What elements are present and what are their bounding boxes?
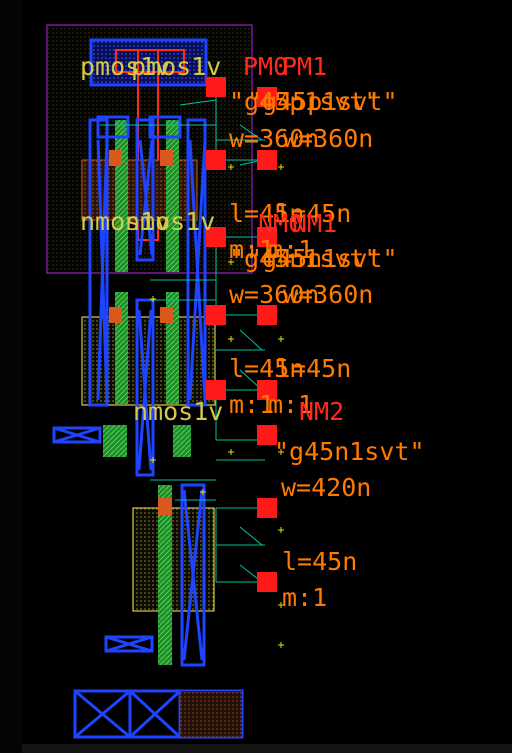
nmos-diffusion-2[interactable]: [132, 507, 215, 612]
device-model-pm: "g45p1svt": [229, 87, 380, 116]
cell-labels: pmos1v pmos1v nmos1v nmos1v nmos1v: [80, 52, 223, 426]
device-model-pm-overlap: "g45p1svt": [247, 87, 398, 116]
diffusion-contacts: [109, 150, 173, 515]
terminal-pins[interactable]: [206, 77, 277, 592]
gate-stripe-6[interactable]: [103, 425, 127, 457]
device-pm[interactable]: PM0 PM1 "g45p1svt" "g45p1svt" w=360n w=3…: [229, 52, 398, 264]
device-name-pm0: PM0: [243, 52, 288, 81]
device-model-nm: "g45n1svt": [229, 244, 380, 273]
metal-routing[interactable]: [52, 115, 244, 739]
bottom-band: [22, 744, 512, 753]
device-model-nm2: "g45n1svt": [274, 437, 425, 466]
device-mult-pm-overlap: m:1: [268, 235, 313, 264]
device-length-pm: l=45n: [229, 199, 304, 228]
device-length-pm-overlap: l=45n: [276, 199, 351, 228]
device-length-nm2: l=45n: [282, 547, 357, 576]
device-name-pm1: PM1: [282, 52, 327, 81]
device-length-nm-overlap: l=45n: [276, 354, 351, 383]
margin-strip: [0, 0, 22, 753]
nmos-cell-label-a: nmos1v: [80, 207, 170, 236]
device-nm2[interactable]: NM2 "g45n1svt" w=420n l=45n m:1: [274, 397, 425, 612]
device-name-nm1: NM1: [292, 209, 337, 238]
cell-boundary[interactable]: [46, 24, 253, 274]
gate-stripe-7[interactable]: [173, 425, 191, 457]
pmos-cell-label-a: pmos1v: [80, 52, 170, 81]
device-width-pm-overlap: w=360n: [283, 124, 373, 153]
bottom-tap-fill: [180, 691, 242, 737]
device-model-nm-overlap: "g45n1svt": [247, 244, 398, 273]
device-mult-nm2: m:1: [282, 583, 327, 612]
origin-markers: [150, 164, 284, 648]
nmos-cell-label-b: nmos1v: [125, 207, 215, 236]
gate-stripe-2[interactable]: [166, 120, 179, 272]
gate-stripe-5[interactable]: [158, 485, 172, 665]
device-width-pm: w=360n: [229, 124, 319, 153]
device-mult-nm: m:1: [229, 390, 274, 419]
device-length-nm: l=45n: [229, 354, 304, 383]
gate-stripe-1[interactable]: [115, 120, 128, 272]
device-name-nm0: NM0: [258, 209, 303, 238]
top-well-tap[interactable]: [89, 38, 208, 87]
pmos-cell-label-b: pmos1v: [131, 52, 221, 81]
nmos-cell-label-c: nmos1v: [133, 397, 223, 426]
device-width-nm2: w=420n: [281, 473, 371, 502]
device-mult-pm: m:1: [229, 235, 274, 264]
device-nm[interactable]: NM0 NM1 "g45n1svt" "g45n1svt" w=360n w=3…: [229, 209, 398, 419]
device-name-nm2: NM2: [299, 397, 344, 426]
device-width-nm-overlap: w=360n: [283, 280, 373, 309]
device-width-nm: w=360n: [229, 280, 319, 309]
device-mult-nm-overlap: m:1: [268, 390, 313, 419]
